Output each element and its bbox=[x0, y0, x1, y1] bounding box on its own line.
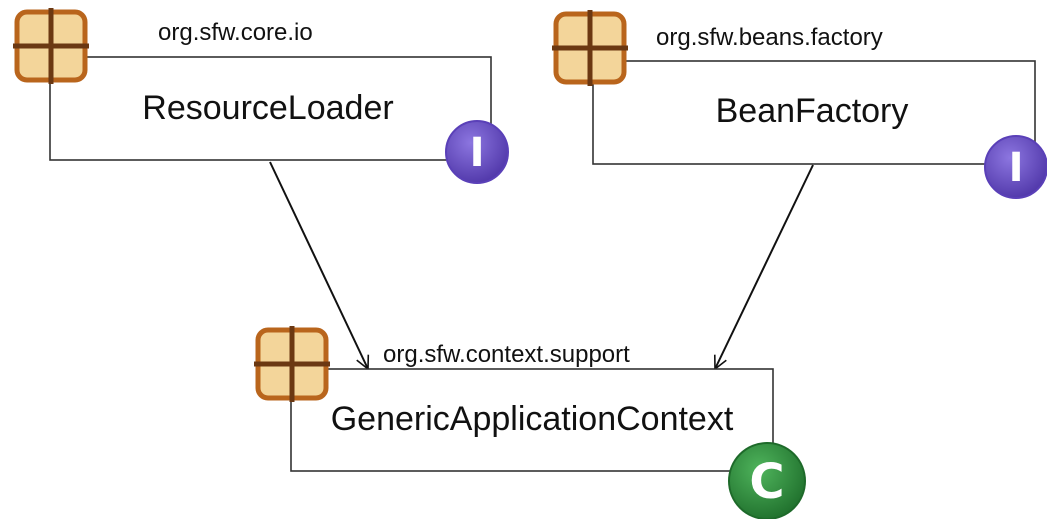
class-box bbox=[49, 56, 492, 161]
class-name: BeanFactory bbox=[716, 92, 909, 130]
class-box bbox=[290, 368, 774, 472]
node-generic-application-context[interactable]: org.sfw.context.support GenericApplicati… bbox=[254, 326, 806, 519]
arrow-beanfactory-to-context bbox=[715, 164, 814, 369]
interface-badge-icon: I bbox=[445, 120, 509, 184]
class-name: ResourceLoader bbox=[142, 89, 393, 127]
dependency-arrows bbox=[269, 161, 814, 369]
class-name: GenericApplicationContext bbox=[331, 400, 734, 438]
arrow-resourceloader-to-context bbox=[269, 161, 368, 369]
package-label: org.sfw.context.support bbox=[383, 341, 630, 368]
badge-letter: I bbox=[470, 130, 485, 176]
package-icon bbox=[13, 8, 89, 84]
badge-letter: I bbox=[1009, 145, 1024, 191]
badge-letter: C bbox=[749, 454, 784, 510]
interface-badge-icon: I bbox=[984, 135, 1047, 199]
package-icon bbox=[552, 10, 628, 86]
package-label: org.sfw.beans.factory bbox=[656, 24, 883, 51]
node-bean-factory[interactable]: org.sfw.beans.factory BeanFactory I bbox=[552, 10, 1047, 199]
package-label: org.sfw.core.io bbox=[158, 19, 313, 46]
class-box bbox=[592, 60, 1036, 165]
package-icon bbox=[254, 326, 330, 402]
class-badge-icon: C bbox=[728, 442, 806, 519]
node-resource-loader[interactable]: org.sfw.core.io ResourceLoader I bbox=[13, 8, 509, 184]
